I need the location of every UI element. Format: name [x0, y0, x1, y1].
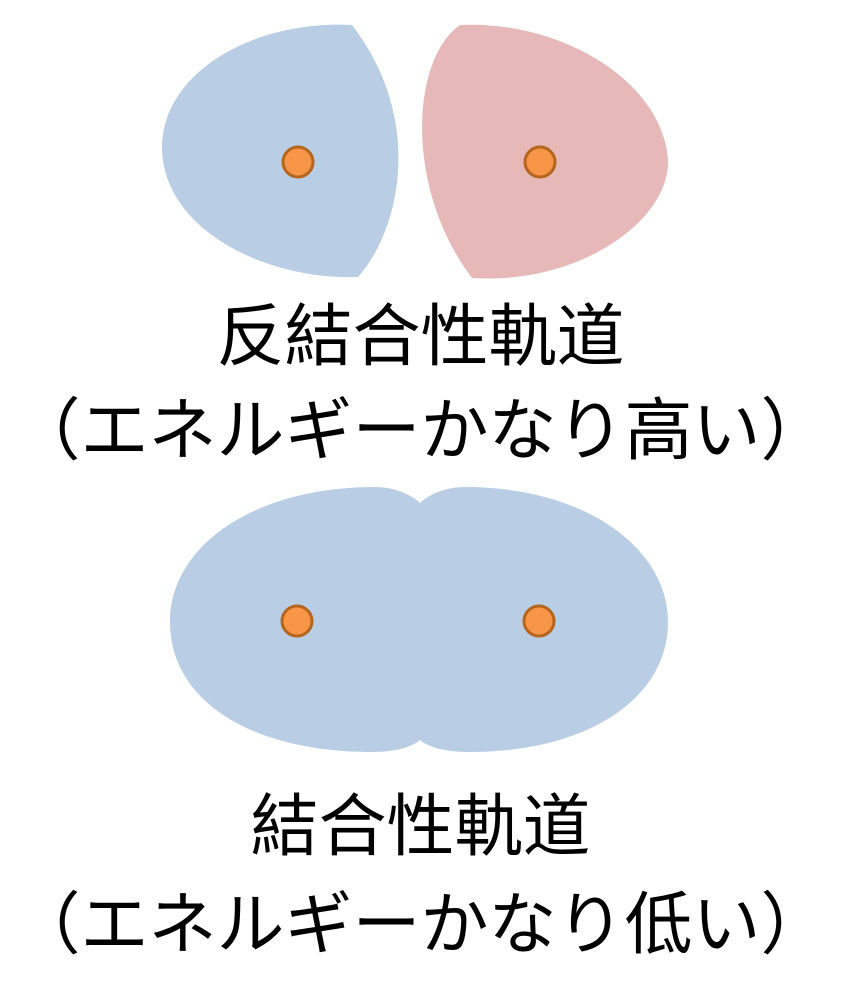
bonding-nucleus-right [522, 604, 556, 638]
antibonding-energy-label: （エネルギーかなり高い） [12, 392, 829, 471]
bonding-orbital-shape [170, 487, 668, 752]
antibonding-nucleus-left [281, 145, 315, 179]
antibonding-nucleus-right [523, 145, 557, 179]
bonding-nucleus-left [280, 604, 314, 638]
bonding-energy-label: （エネルギーかなり低い） [12, 886, 829, 965]
antibonding-label: 反結合性軌道 [216, 298, 625, 377]
bonding-label: 結合性軌道 [250, 788, 591, 867]
antibonding-left-lobe [161, 24, 399, 278]
